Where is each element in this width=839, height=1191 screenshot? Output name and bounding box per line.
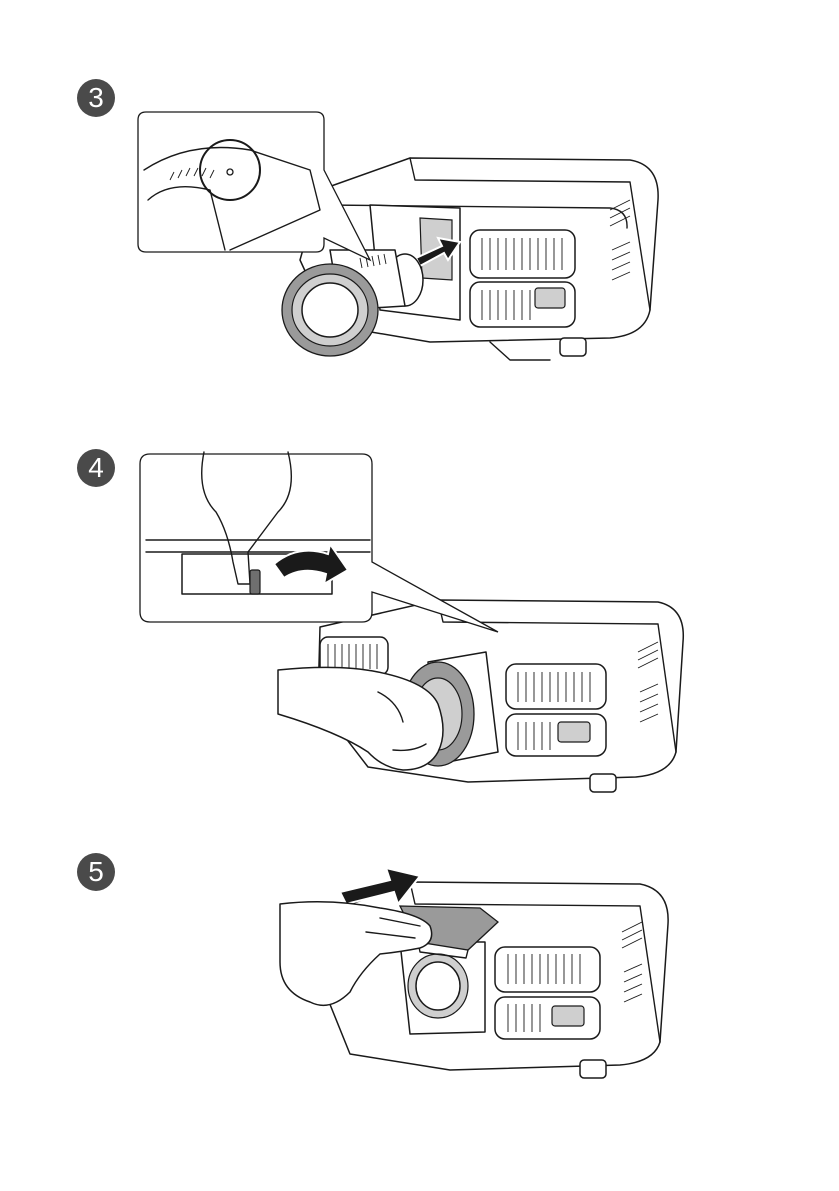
projector-lens-cover-slide-illustration [270, 862, 690, 1082]
projector-lens-lock-lever-illustration [138, 452, 698, 797]
step-3-badge: 3 [77, 79, 115, 117]
step-4-badge: 4 [77, 449, 115, 487]
projector-lens-insert-illustration [130, 110, 670, 370]
step-5-badge: 5 [77, 853, 115, 891]
